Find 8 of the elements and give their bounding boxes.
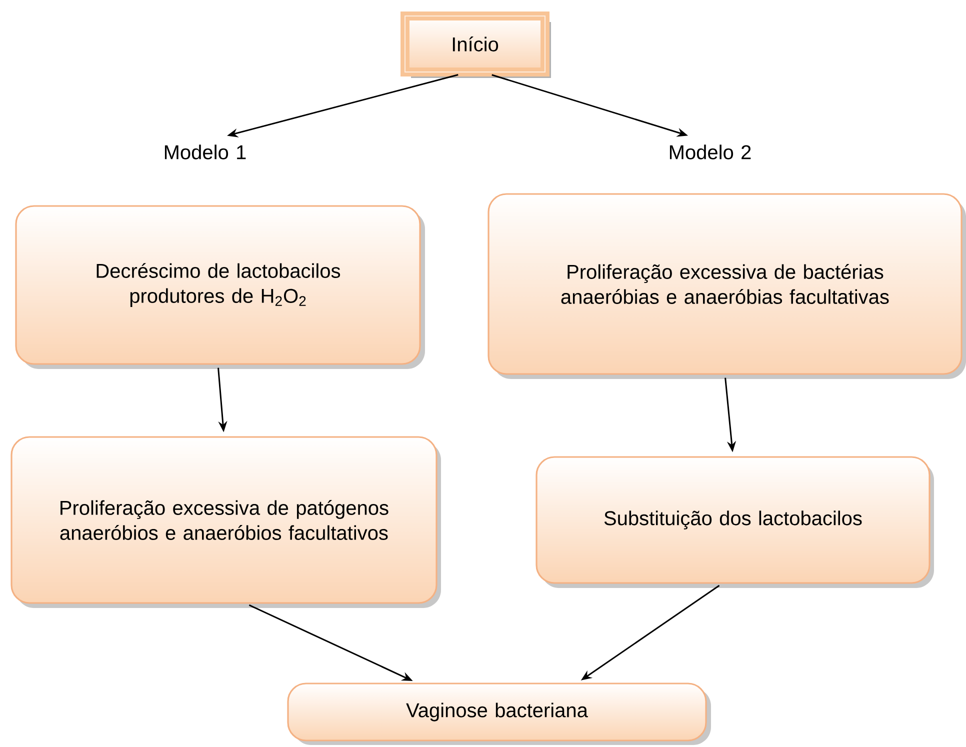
start-box: Início [400,12,551,78]
process-box: Proliferação excessiva de bactérias anaeróbias e anaeróbias facultativas [488,193,966,379]
process-box: Proliferação excessiva de patógenos anaeróbios e anaeróbios facultativos [10,436,441,608]
model-label: Modelo 1 [164,144,246,160]
process-box: Vaginose bacteriana [287,682,711,745]
model-label: Modelo 2 [670,144,751,160]
process-box: Substituição dos lactobacilos [536,456,934,588]
process-box: Decréscimo de lactobacilos produtores de H$_{2}$O$_{2}$ [15,205,425,369]
